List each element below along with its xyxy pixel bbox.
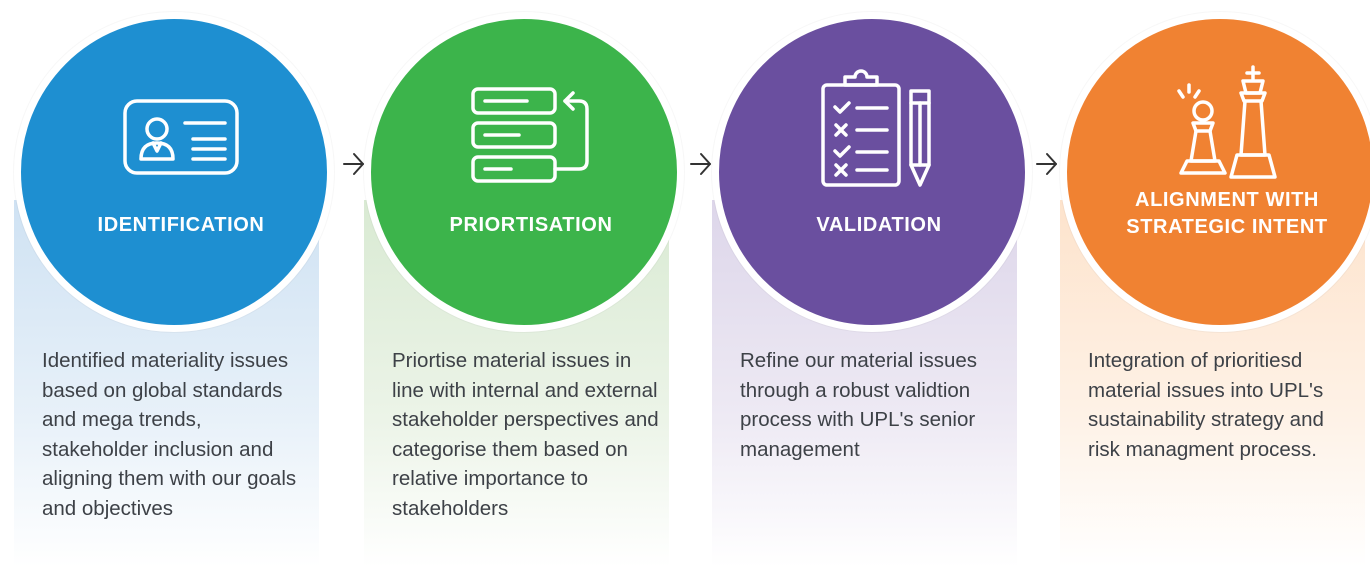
step-description: Identified materiality issues based on g…: [42, 349, 297, 520]
step-alignment: ALIGNMENT WITH STRATEGIC INTENT Integrat…: [1060, 0, 1370, 567]
prioritise-list-icon: [471, 61, 591, 191]
step-description: Priortise material issues in line with i…: [392, 349, 659, 520]
step-circle: IDENTIFICATION: [14, 12, 334, 332]
step-circle: ALIGNMENT WITH STRATEGIC INTENT: [1060, 12, 1370, 332]
arrow-right-icon: [343, 150, 365, 178]
step-description: Integration of prioritiesd material issu…: [1088, 349, 1324, 461]
step-identification: IDENTIFICATION Identified materiality is…: [14, 0, 334, 567]
step-validation: VALIDATION Refine our material issues th…: [712, 0, 1032, 567]
arrow-right-icon: [690, 150, 712, 178]
step-title: IDENTIFICATION: [97, 214, 265, 236]
step-title: PRIORTISATION: [449, 214, 613, 236]
id-card-icon: [121, 61, 241, 191]
arrow-right-icon: [1036, 150, 1058, 178]
step-circle: PRIORTISATION: [364, 12, 684, 332]
step-title: ALIGNMENT WITH STRATEGIC INTENT: [1126, 189, 1328, 238]
step-priortisation: PRIORTISATION Priortise material issues …: [364, 0, 684, 567]
checklist-clipboard-icon: [819, 61, 939, 191]
chess-pieces-icon: [1167, 61, 1287, 191]
step-circle: VALIDATION: [712, 12, 1032, 332]
step-title: VALIDATION: [816, 214, 942, 236]
step-description: Refine our material issues through a rob…: [740, 349, 977, 461]
